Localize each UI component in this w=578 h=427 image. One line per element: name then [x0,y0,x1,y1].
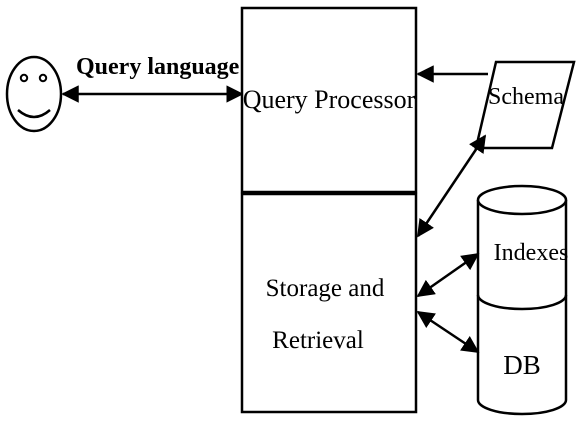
db-label: DB [503,350,541,380]
schema-label: Schema [488,84,564,110]
storage-retrieval-label-line1: Storage and [266,275,385,302]
schema-node: Schema [474,60,576,150]
storage-retrieval-box: Storage and Retrieval [240,192,418,414]
indexes-label: Indexes [494,240,569,266]
query-processor-label: Query Processor [243,85,416,114]
storage-db-arrow [416,310,480,354]
smiley-face-icon [5,55,63,133]
schema-storage-arrow [416,134,487,238]
database-cylinder: Indexes DB [476,184,569,416]
query-language-label: Query language [76,54,240,80]
storage-indexes-arrow [416,252,480,298]
query-processor-box: Query Processor [240,6,418,194]
storage-retrieval-label-line2: Retrieval [272,327,364,354]
